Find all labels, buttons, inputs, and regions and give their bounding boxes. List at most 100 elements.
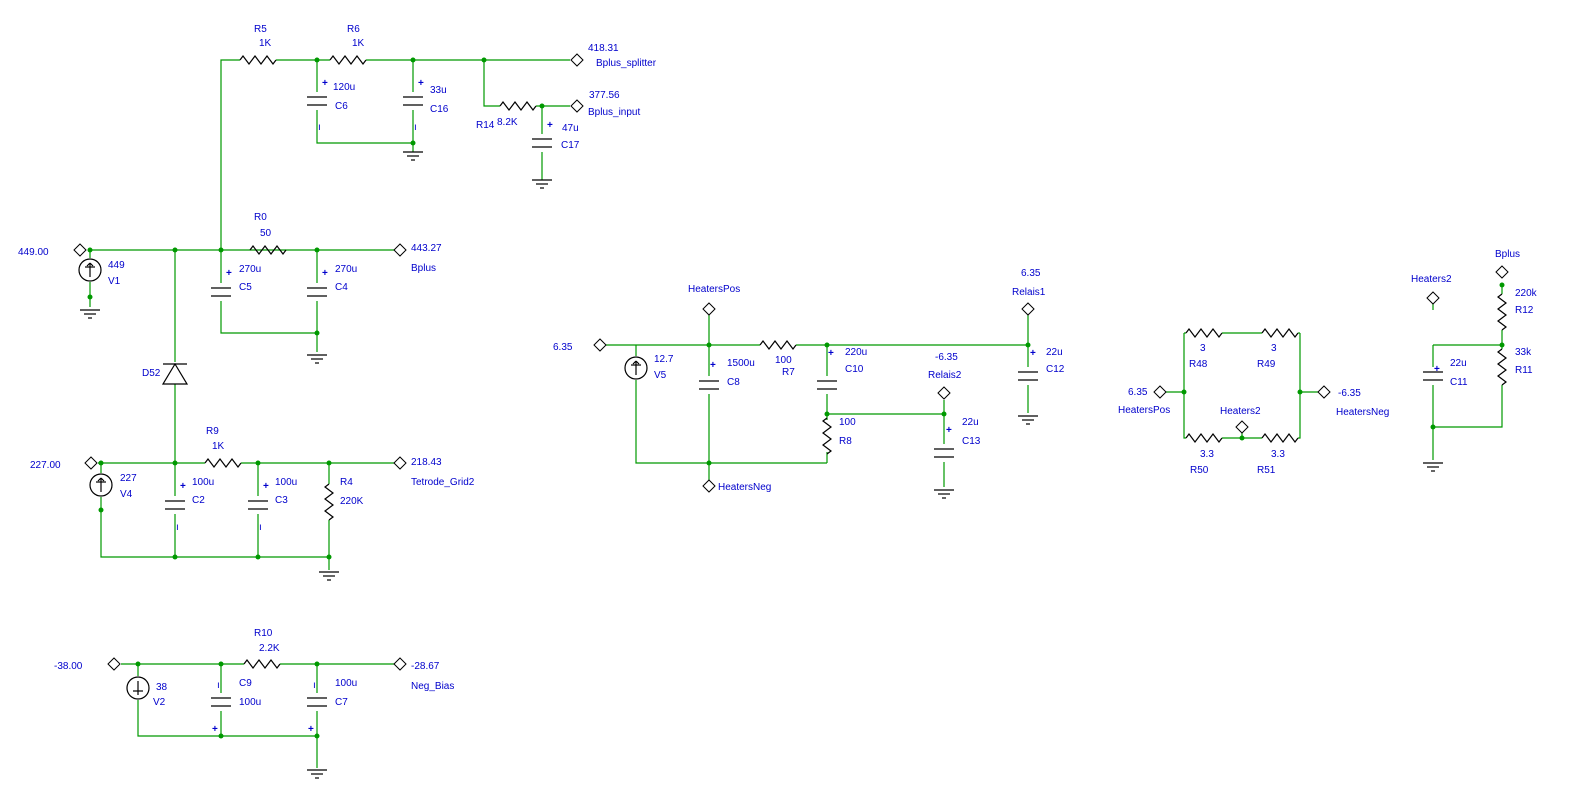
voltage-source-v4 (89, 473, 113, 497)
svg-text:ı: ı (414, 122, 417, 133)
node-voltage-bridge-neg: -6.35 (1338, 388, 1361, 399)
resistor-r0 (249, 245, 287, 255)
node-voltage-449: 449.00 (18, 247, 49, 258)
port-bplus-input (570, 99, 584, 113)
label-bplus-input: Bplus_input (588, 107, 640, 118)
label-heaterspos: HeatersPos (688, 284, 740, 295)
label-bplus-divider: Bplus (1495, 249, 1520, 260)
label-v1: V1 (108, 276, 121, 287)
port-heaters2 (1426, 291, 1440, 305)
svg-text:ı: ı (259, 522, 262, 533)
label-r8: R8 (839, 436, 852, 447)
value-c5: 270u (239, 264, 261, 275)
svg-text:+: + (418, 78, 424, 89)
capacitor-c17 (531, 138, 553, 148)
ground-icon (79, 309, 101, 319)
node-voltage-neg-bias: -28.67 (411, 661, 440, 672)
label-d52: D52 (142, 368, 161, 379)
label-r11: R11 (1515, 365, 1533, 376)
capacitor-c8 (698, 380, 720, 390)
svg-text:ı: ı (217, 680, 220, 691)
ground-icon (306, 354, 328, 364)
label-c10: C10 (845, 364, 864, 375)
resistor-r5 (239, 55, 277, 65)
resistor-r50 (1185, 433, 1223, 443)
resistor-r10 (243, 659, 281, 669)
value-r9: 1K (212, 441, 225, 452)
node-voltage-bplus: 443.27 (411, 243, 442, 254)
value-c3: 100u (275, 477, 297, 488)
resistor-r11 (1497, 348, 1507, 386)
ground-icon (1422, 462, 1444, 472)
port-heatersneg (702, 479, 716, 493)
node-voltage-bridge-635: 6.35 (1128, 387, 1148, 398)
resistor-r7 (759, 340, 797, 350)
capacitor-c12 (1017, 371, 1039, 381)
label-r7: R7 (782, 367, 795, 378)
port-bridge-heaters2 (1235, 420, 1249, 434)
capacitor-c11 (1422, 371, 1444, 381)
ground-icon (318, 571, 340, 581)
neg-bias-section: + + ı ı -38.00 38 V2 R10 2.2K C9 100u 10… (54, 628, 454, 779)
label-r50: R50 (1190, 465, 1209, 476)
label-bplus: Bplus (411, 263, 436, 274)
capacitor-c6 (306, 96, 328, 106)
voltage-source-v5 (624, 356, 648, 380)
value-c7: 100u (335, 678, 357, 689)
label-r5: R5 (254, 24, 267, 35)
label-tetrode-grid2: Tetrode_Grid2 (411, 477, 475, 488)
capacitor-c16 (402, 96, 424, 106)
bplus-supply-section: + + + + + ı ı R5 1K R6 1K 120u C6 33u C1… (18, 24, 657, 463)
svg-text:+: + (226, 268, 232, 279)
value-r12: 220k (1515, 288, 1538, 299)
port-minus38 (107, 657, 121, 671)
label-v4: V4 (120, 489, 133, 500)
svg-text:+: + (828, 348, 834, 359)
label-heaters2: Heaters2 (1411, 274, 1452, 285)
svg-text:ı: ı (176, 522, 179, 533)
resistor-r9 (204, 458, 242, 468)
label-c4: C4 (335, 282, 348, 293)
node-voltage-minus38: -38.00 (54, 661, 83, 672)
value-r0: 50 (260, 228, 272, 239)
value-c9: 100u (239, 697, 261, 708)
label-c5: C5 (239, 282, 252, 293)
diode-d52 (161, 362, 189, 385)
svg-text:+: + (212, 724, 218, 735)
label-c13: C13 (962, 436, 981, 447)
label-c8: C8 (727, 377, 740, 388)
capacitor-c7 (306, 697, 328, 707)
port-227 (84, 456, 98, 470)
voltage-source-v1 (78, 258, 102, 282)
value-c10: 220u (845, 347, 867, 358)
resistor-r12 (1497, 293, 1507, 331)
label-c11: C11 (1450, 377, 1468, 388)
node-voltage-635: 6.35 (553, 342, 573, 353)
label-c9: C9 (239, 678, 252, 689)
value-r6: 1K (352, 38, 365, 49)
svg-text:ı: ı (313, 680, 316, 691)
svg-text:+: + (1434, 364, 1440, 375)
label-bridge-heaters2: Heaters2 (1220, 406, 1261, 417)
port-relais1 (1021, 302, 1035, 316)
label-c2: C2 (192, 495, 205, 506)
value-r14: 8.2K (497, 117, 518, 128)
svg-text:+: + (322, 268, 328, 279)
node-voltage-relais2: -6.35 (935, 352, 958, 363)
label-r4: R4 (340, 477, 353, 488)
value-v1: 449 (108, 260, 125, 271)
resistor-r4 (324, 483, 334, 521)
resistor-r51 (1261, 433, 1299, 443)
capacitor-c2 (164, 500, 186, 510)
capacitor-c10 (816, 380, 838, 390)
label-c3: C3 (275, 495, 288, 506)
value-c4: 270u (335, 264, 357, 275)
port-635 (593, 338, 607, 352)
label-c17: C17 (561, 140, 580, 151)
svg-text:+: + (946, 425, 952, 436)
port-relais2 (937, 386, 951, 400)
value-c13: 22u (962, 417, 979, 428)
port-449 (73, 243, 87, 257)
capacitor-c13 (933, 448, 955, 458)
voltage-source-v2 (126, 676, 150, 700)
